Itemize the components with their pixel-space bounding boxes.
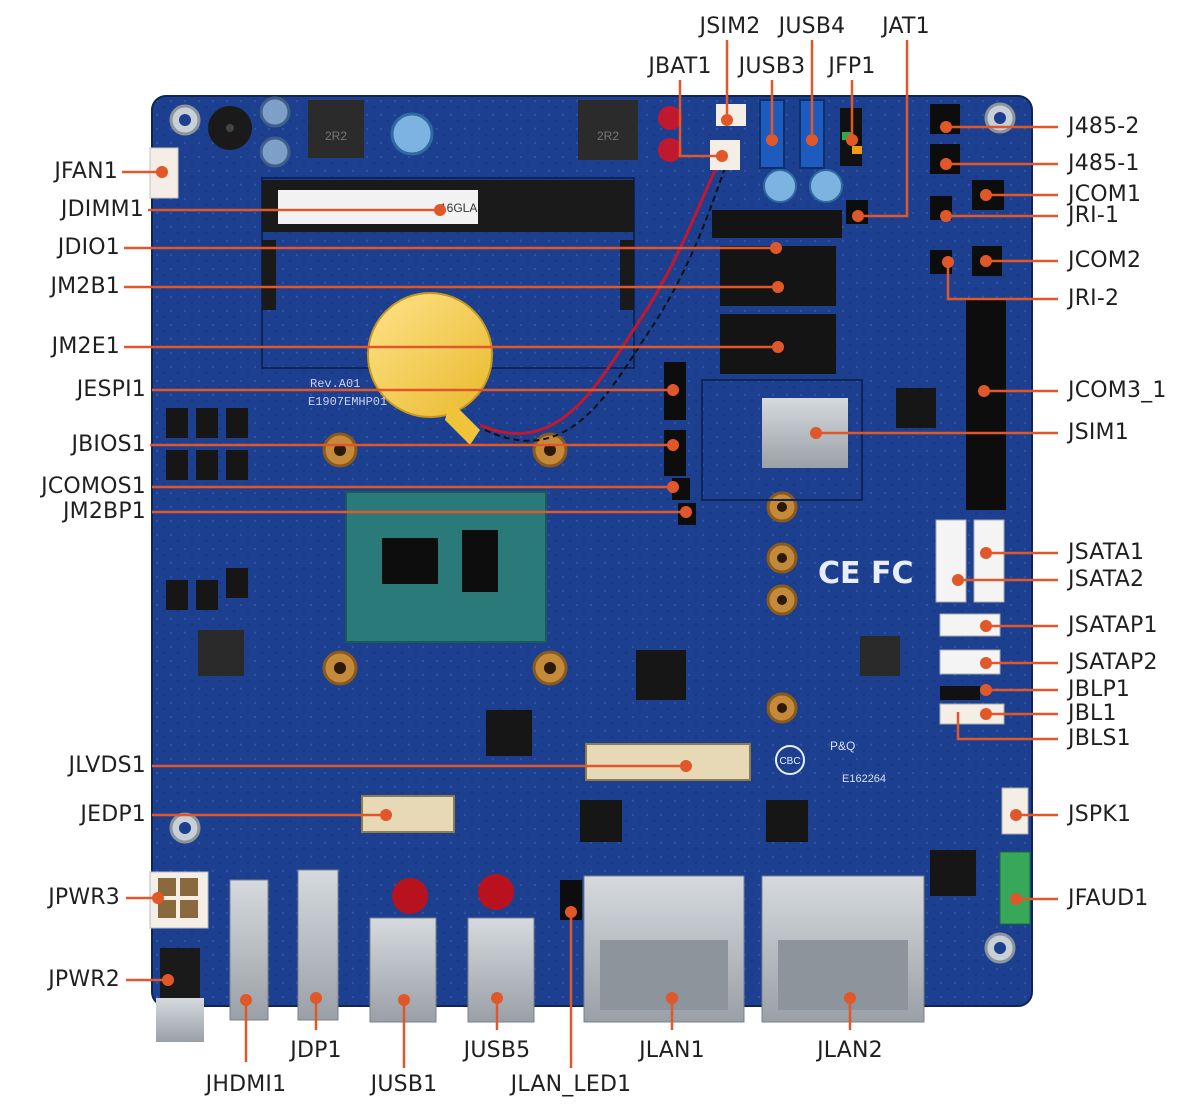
label-jespi1: JESPI1 (76, 377, 146, 402)
label-jsatap1: JSATAP1 (1068, 613, 1158, 638)
label-jcomos1: JCOMOS1 (41, 474, 146, 499)
label-jdimm1: JDIMM1 (60, 197, 144, 222)
label-jri-2: JRI-2 (1068, 286, 1120, 311)
label-jsim1: JSIM1 (1068, 420, 1129, 445)
label-jfaud1: JFAUD1 (1068, 886, 1149, 911)
label-jbios1: JBIOS1 (71, 432, 146, 457)
label-jfan1: JFAN1 (54, 159, 118, 184)
pcb-board (151, 95, 1033, 1007)
display-connectors (361, 743, 751, 833)
label-jsata1: JSATA1 (1068, 540, 1145, 565)
cmos-battery-illustration (367, 159, 727, 445)
label-jm2bp1: JM2BP1 (62, 499, 146, 524)
label-j485-1: J485-1 (1068, 151, 1140, 176)
label-jbat1: JBAT1 (648, 54, 712, 79)
label-jlan1: JLAN1 (639, 1038, 705, 1063)
label-jat1: JAT1 (882, 14, 930, 39)
label-jlan-led1: JLAN_LED1 (510, 1072, 632, 1097)
label-jusb3: JUSB3 (738, 54, 806, 79)
rear-io (149, 869, 925, 1042)
label-jri-1: JRI-1 (1068, 203, 1120, 228)
label-jlvds1: JLVDS1 (68, 753, 146, 778)
label-jdp1: JDP1 (290, 1038, 342, 1063)
label-jspk1: JSPK1 (1068, 802, 1132, 827)
label-jm2e1: JM2E1 (51, 334, 120, 359)
top-left-components: 2R2 2R2 (149, 96, 638, 199)
label-jusb4: JUSB4 (778, 14, 846, 39)
svg-text:P&Q: P&Q (830, 739, 855, 753)
svg-text:2R2: 2R2 (597, 129, 619, 143)
leader-dots (152, 114, 1022, 1006)
svg-text:2R2: 2R2 (325, 129, 347, 143)
label-jdio1: JDIO1 (57, 235, 120, 260)
svg-text:CE FC: CE FC (818, 556, 913, 591)
svg-text:Rev.A01: Rev.A01 (310, 377, 360, 391)
label-jbls1: JBLS1 (1068, 726, 1131, 751)
label-jcom3-1: JCOM3_1 (1068, 378, 1167, 403)
label-jbl1: JBL1 (1068, 701, 1117, 726)
label-jcom2: JCOM2 (1068, 248, 1142, 273)
svg-text:16GLA: 16GLA (440, 201, 477, 215)
svg-text:E162264: E162264 (842, 773, 886, 785)
pin-headers (560, 104, 1006, 920)
vrm-chips (166, 388, 976, 896)
label-jusb5: JUSB5 (463, 1038, 531, 1063)
label-jedp1: JEDP1 (80, 802, 146, 827)
label-jusb1: JUSB1 (370, 1072, 438, 1097)
label-jpwr3: JPWR3 (48, 885, 120, 910)
label-jlan2: JLAN2 (817, 1038, 883, 1063)
label-jblp1: JBLP1 (1068, 677, 1131, 702)
label-jfp1: JFP1 (828, 54, 876, 79)
label-jpwr2: JPWR2 (48, 967, 120, 992)
svg-text:E1907EMHP01: E1907EMHP01 (308, 395, 387, 409)
label-jcom1: JCOM1 (1068, 182, 1142, 207)
svg-text:CBC: CBC (779, 756, 800, 767)
label-jsata2: JSATA2 (1068, 567, 1145, 592)
label-jm2b1: JM2B1 (50, 274, 120, 299)
label-j485-2: J485-2 (1068, 114, 1140, 139)
label-jhdmi1: JHDMI1 (205, 1072, 287, 1097)
sata-connectors (935, 519, 1031, 925)
label-jsim2: JSIM2 (699, 14, 761, 39)
cpu-illustration (345, 491, 547, 643)
label-jsatap2: JSATAP2 (1068, 650, 1158, 675)
